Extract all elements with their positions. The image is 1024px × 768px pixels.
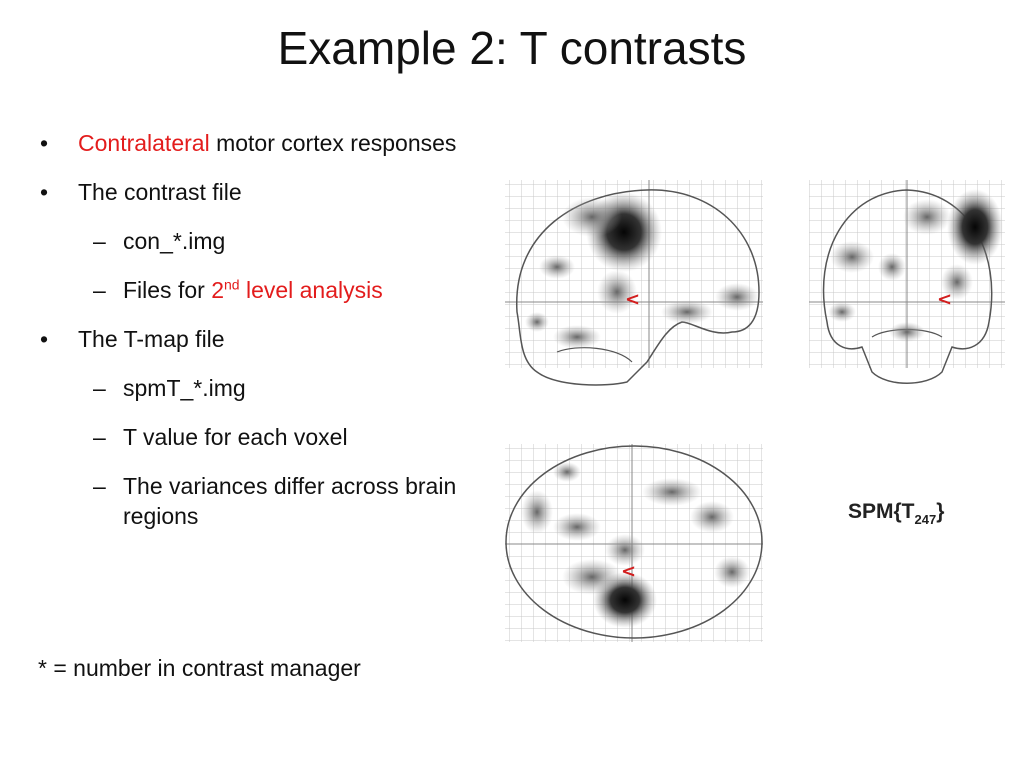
coronal-activation xyxy=(828,189,1003,342)
sagittal-activation xyxy=(525,192,759,349)
axial-activation xyxy=(521,462,750,628)
slide-title: Example 2: T contrasts xyxy=(277,22,747,74)
bullet-marker: • xyxy=(40,130,49,156)
bullet-marker: – xyxy=(93,277,106,303)
bullet-text: The variances differ across brain region… xyxy=(123,473,457,529)
bullet-list: • Contralateral motor cortex responses • Th… xyxy=(38,128,498,550)
bullet-text: Contralateral xyxy=(78,130,210,156)
footnote: * = number in contrast manager xyxy=(38,655,361,681)
bullet-marker: – xyxy=(93,375,106,401)
bullet-marker: • xyxy=(40,326,49,352)
bullet-marker: • xyxy=(40,179,49,205)
bullet-marker: – xyxy=(93,424,106,450)
bullet-text: level analysis xyxy=(239,277,383,303)
spm-t-label: SPM{T247} xyxy=(848,500,944,527)
bullet-text: motor cortex responses xyxy=(209,130,457,156)
bullet-text: The contrast file xyxy=(78,179,242,205)
spm-label-close: } xyxy=(936,500,945,523)
bullet-text: nd xyxy=(223,276,240,293)
bullet-text: T value for each voxel xyxy=(123,424,348,450)
bullet-text: con_*.img xyxy=(123,228,226,254)
sub-bullet-item: –Files for 2nd level analysis xyxy=(38,275,498,305)
sub-bullet-item: –con_*.img xyxy=(38,226,498,256)
bullet-item: • Contralateral motor cortex responses xyxy=(38,128,498,158)
bullet-marker: – xyxy=(93,228,106,254)
axial-view: < xyxy=(505,444,763,642)
glass-brain-figure: < < xyxy=(505,180,1005,642)
sub-bullet-item: –The variances differ across brain regio… xyxy=(38,471,498,531)
sub-bullet-item: –T value for each voxel xyxy=(38,422,498,452)
sagittal-view: < xyxy=(505,180,763,386)
bullet-item: • The contrast file xyxy=(38,177,498,207)
cursor-marker: < xyxy=(621,561,636,582)
bullet-marker: – xyxy=(93,473,106,499)
spm-label-main: SPM{T xyxy=(848,500,915,523)
bullet-text: The T-map file xyxy=(78,326,225,352)
coronal-view: < xyxy=(809,180,1005,384)
cursor-marker: < xyxy=(937,289,952,310)
spm-label-sub: 247 xyxy=(914,512,937,527)
bullet-text: 2 xyxy=(211,277,224,303)
sub-bullet-item: –spmT_*.img xyxy=(38,373,498,403)
bullet-item: • The T-map file xyxy=(38,324,498,354)
cursor-marker: < xyxy=(625,289,640,310)
bullet-text: spmT_*.img xyxy=(123,375,246,401)
bullet-text: Files for xyxy=(123,277,212,303)
